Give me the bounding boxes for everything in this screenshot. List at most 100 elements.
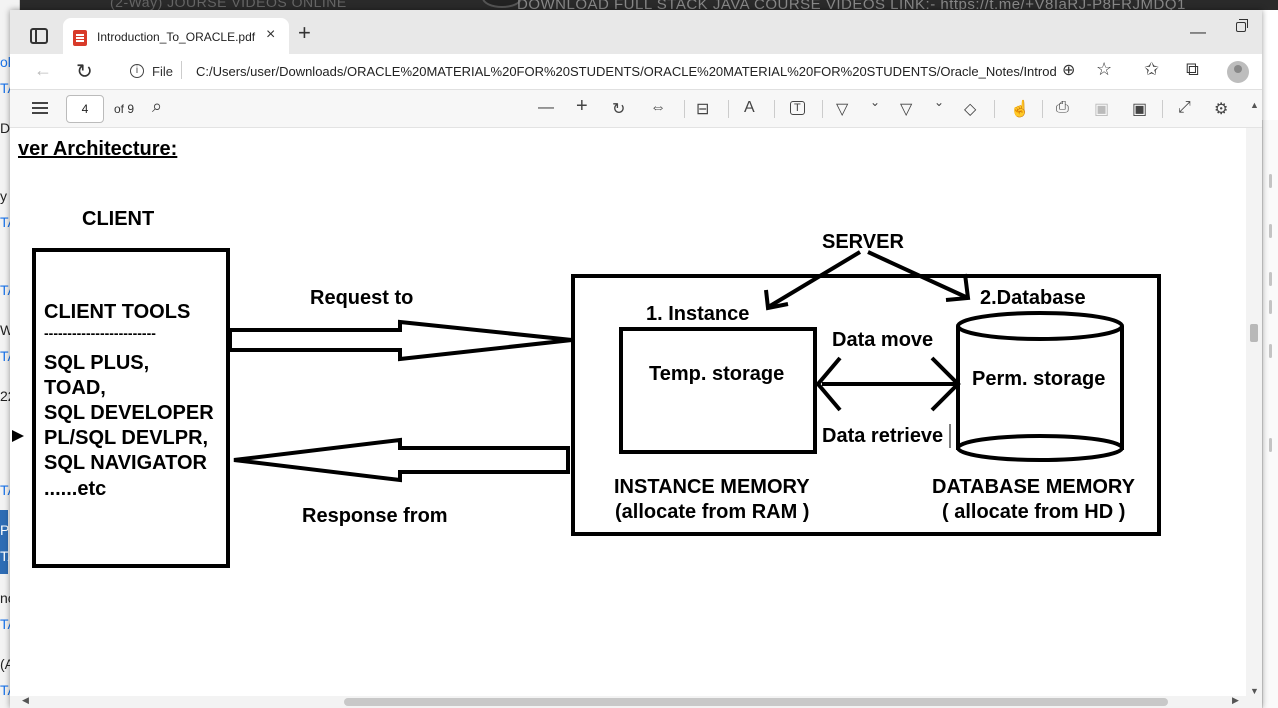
back-button[interactable]: ← bbox=[34, 60, 52, 80]
close-tab-icon[interactable]: × bbox=[266, 26, 276, 43]
client-tools-title: CLIENT TOOLS bbox=[44, 301, 190, 323]
draw-icon[interactable]: ▽ bbox=[836, 101, 849, 118]
new-tab-button[interactable]: + bbox=[298, 20, 311, 45]
url-scheme-label: File bbox=[152, 64, 173, 79]
pdf-toolbar: 4 of 9 ⌕ — + ↻ ⇔ ⊟ A T ▽ ⌄ ▽ ⌄ ◇ ☝ ⎙ ▣ ▣ bbox=[10, 90, 1262, 128]
data-retrieve-label: Data retrieve bbox=[822, 425, 943, 447]
collections-icon[interactable]: ⧉ bbox=[1186, 59, 1199, 79]
client-label: CLIENT bbox=[82, 208, 154, 230]
client-box bbox=[32, 248, 230, 568]
instance-box bbox=[619, 327, 817, 454]
search-icon[interactable]: ⌕ bbox=[152, 96, 163, 116]
client-tool: ......etc bbox=[44, 478, 106, 500]
fullscreen-icon[interactable]: ⤢ bbox=[1178, 99, 1191, 116]
tab-actions-icon[interactable] bbox=[30, 28, 48, 44]
background-window-right bbox=[1262, 120, 1278, 708]
database-cylinder-bottom bbox=[956, 434, 1124, 462]
url-field[interactable]: i File C:/Users/user/Downloads/ORACLE%20… bbox=[116, 59, 1062, 85]
page-number-input[interactable]: 4 bbox=[66, 95, 104, 123]
eraser-icon[interactable]: ◇ bbox=[964, 101, 977, 118]
page-count: of 9 bbox=[114, 102, 135, 116]
chevron-down-icon[interactable]: ⌄ bbox=[870, 95, 881, 109]
minimize-button[interactable]: — bbox=[1190, 24, 1206, 41]
toolbar-divider bbox=[822, 100, 823, 118]
instance-memory-sub: (allocate from RAM ) bbox=[615, 501, 809, 523]
pdf-file-icon bbox=[73, 30, 87, 46]
bg-top-text: (2-Way) JOURSE VIDEOS ONLINE bbox=[110, 0, 347, 10]
scroll-left-icon[interactable]: ◀ bbox=[22, 695, 29, 705]
vertical-scrollbar[interactable]: ▲ ▼ bbox=[1246, 100, 1262, 708]
scroll-right-icon[interactable]: ▶ bbox=[1232, 695, 1239, 705]
bg-selection bbox=[0, 510, 8, 574]
scrollbar-thumb[interactable] bbox=[344, 698, 1168, 706]
architecture-diagram: ver Architecture: CLIENT CLIENT TOOLS --… bbox=[12, 138, 1161, 568]
server-box bbox=[571, 274, 1161, 536]
url-text[interactable]: C:/Users/user/Downloads/ORACLE%20MATERIA… bbox=[196, 64, 1056, 79]
instance-memory-label: INSTANCE MEMORY bbox=[614, 476, 810, 498]
touch-icon[interactable]: ☝ bbox=[1010, 101, 1030, 118]
scrollbar-thumb[interactable] bbox=[1250, 324, 1258, 342]
scroll-down-icon[interactable]: ▼ bbox=[1250, 686, 1259, 696]
data-move-label: Data move bbox=[832, 329, 933, 351]
zoom-in-icon[interactable]: + bbox=[576, 95, 588, 117]
database-memory-label: DATABASE MEMORY bbox=[932, 476, 1136, 498]
highlight-icon[interactable]: ▽ bbox=[900, 101, 913, 118]
client-tool: TOAD, bbox=[44, 377, 106, 399]
toolbar-divider bbox=[1042, 100, 1043, 118]
horizontal-scrollbar[interactable]: ◀ ▶ bbox=[10, 695, 1246, 708]
bg-fragment: D bbox=[0, 120, 11, 136]
url-divider bbox=[181, 61, 182, 79]
database-cylinder-top bbox=[956, 311, 1124, 341]
text-box-icon[interactable]: T bbox=[790, 101, 805, 115]
scroll-up-icon[interactable]: ▲ bbox=[1250, 100, 1259, 110]
zoom-icon[interactable]: ⊕ bbox=[1062, 62, 1076, 79]
background-window-top: (2-Way) JOURSE VIDEOS ONLINE DOWNLOAD FU… bbox=[20, 0, 1278, 10]
settings-icon[interactable]: ⚙ bbox=[1214, 101, 1229, 118]
tab-pdf[interactable]: Introduction_To_ORACLE.pdf × bbox=[63, 18, 289, 54]
rotate-icon[interactable]: ↻ bbox=[612, 101, 626, 118]
toolbar-divider bbox=[684, 100, 685, 118]
server-label: SERVER bbox=[822, 231, 904, 253]
favorites-icon[interactable]: ✩ bbox=[1144, 59, 1160, 79]
chevron-down-icon[interactable]: ⌄ bbox=[934, 95, 945, 109]
tab-title: Introduction_To_ORACLE.pdf bbox=[97, 30, 256, 44]
profile-avatar[interactable] bbox=[1227, 61, 1249, 83]
page-view-icon[interactable]: ⊟ bbox=[696, 101, 710, 118]
bg-thumbnail bbox=[482, 0, 522, 8]
instance-label: 1. Instance bbox=[646, 303, 749, 325]
browser-window: Introduction_To_ORACLE.pdf × + — ← ↻ i F… bbox=[10, 10, 1262, 708]
save-as-icon[interactable]: ▣ bbox=[1132, 101, 1148, 118]
left-edge-arrowhead bbox=[12, 430, 24, 442]
request-label: Request to bbox=[310, 287, 413, 309]
address-bar: ← ↻ i File C:/Users/user/Downloads/ORACL… bbox=[10, 54, 1262, 90]
info-icon[interactable]: i bbox=[130, 64, 144, 78]
client-tool: SQL DEVELOPER bbox=[44, 402, 214, 424]
pdf-page: ver Architecture: CLIENT CLIENT TOOLS --… bbox=[10, 128, 1246, 696]
client-tool: SQL PLUS, bbox=[44, 352, 149, 374]
database-label: 2.Database bbox=[980, 287, 1086, 309]
client-tool: PL/SQL DEVLPR, bbox=[44, 427, 208, 449]
restore-button[interactable] bbox=[1236, 19, 1248, 32]
table-of-contents-icon[interactable] bbox=[32, 102, 48, 114]
zoom-out-icon[interactable]: — bbox=[538, 99, 554, 116]
response-arrow bbox=[233, 437, 570, 483]
fit-to-page-icon[interactable]: ⇔ bbox=[650, 99, 666, 116]
toolbar-divider bbox=[994, 100, 995, 118]
perm-storage-label: Perm. storage bbox=[972, 368, 1105, 390]
toolbar-divider bbox=[728, 100, 729, 118]
toolbar-divider bbox=[1162, 100, 1163, 118]
bg-fragment: W bbox=[0, 322, 14, 338]
database-memory-sub: ( allocate from HD ) bbox=[942, 501, 1125, 523]
request-arrow bbox=[228, 319, 573, 362]
tab-bar: Introduction_To_ORACLE.pdf × + — bbox=[10, 10, 1262, 54]
bg-top-text: DOWNLOAD FULL STACK JAVA COURSE VIDEOS L… bbox=[517, 0, 1186, 10]
read-aloud-icon[interactable]: A bbox=[744, 99, 755, 116]
refresh-button[interactable]: ↻ bbox=[76, 61, 93, 83]
save-icon[interactable]: ▣ bbox=[1094, 101, 1110, 118]
add-favorite-icon[interactable]: ☆ bbox=[1096, 59, 1113, 79]
client-tool: SQL NAVIGATOR bbox=[44, 452, 208, 474]
response-label: Response from bbox=[302, 505, 448, 527]
print-icon[interactable]: ⎙ bbox=[1056, 99, 1069, 116]
toolbar-divider bbox=[774, 100, 775, 118]
